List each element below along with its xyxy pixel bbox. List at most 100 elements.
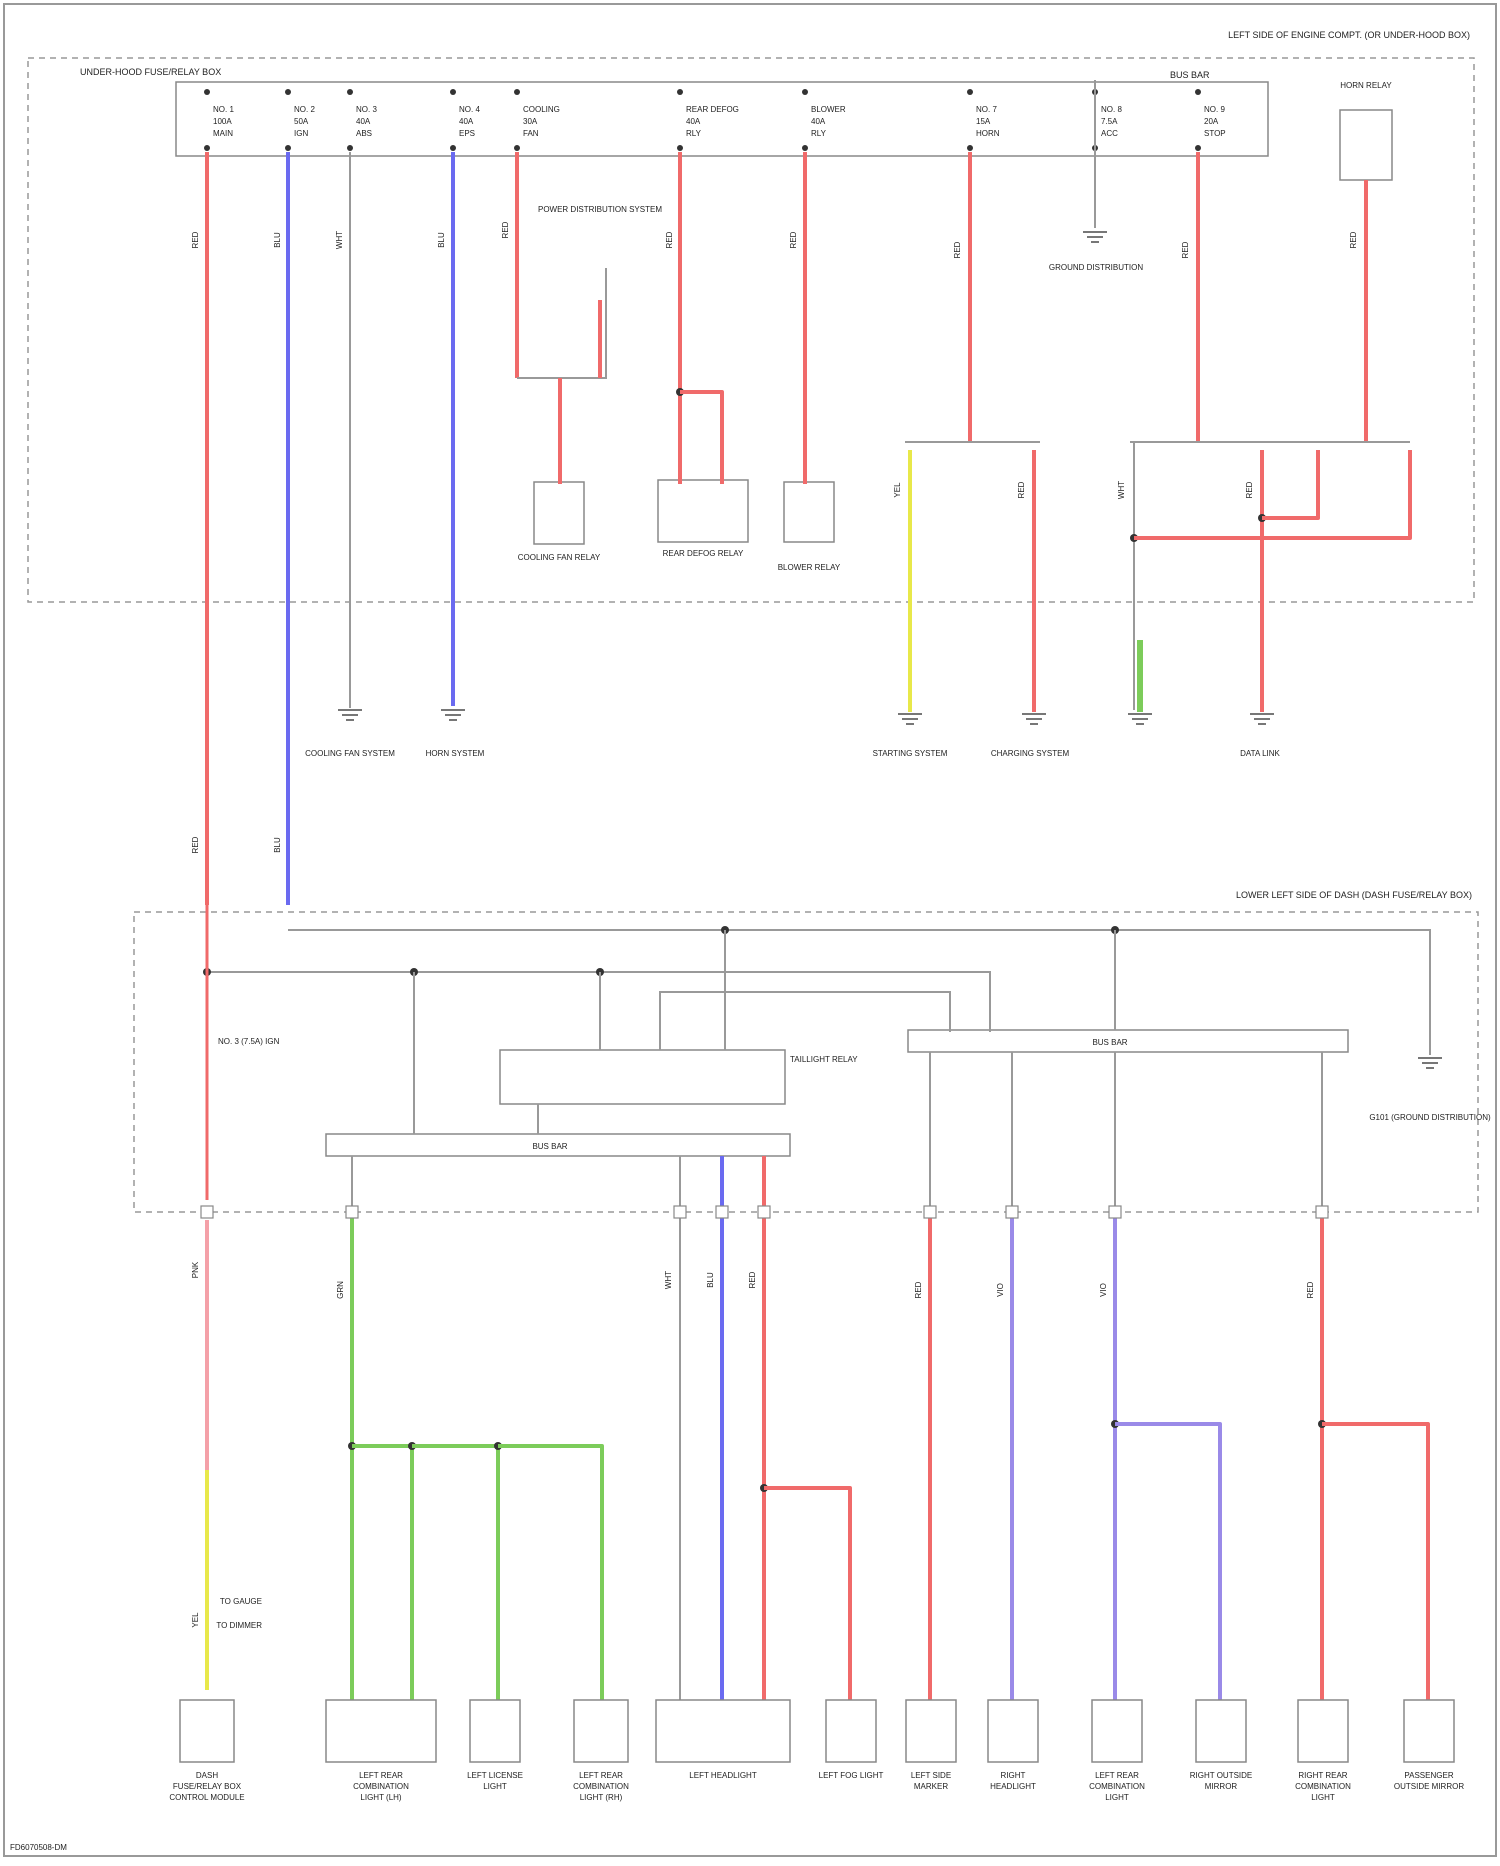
fuse-rating: 40A <box>356 117 371 126</box>
bus-bar-b-label: BUS BAR <box>1092 1038 1127 1047</box>
component-label: PASSENGER <box>1404 1771 1453 1780</box>
horn-relay <box>1340 110 1392 180</box>
reference-horn: HORN SYSTEM <box>426 749 485 758</box>
fuse-name: REAR DEFOG <box>686 105 739 114</box>
reference-ground-dist: GROUND DISTRIBUTION <box>1049 263 1143 272</box>
wire-color-label: RED <box>914 1281 923 1298</box>
fuse-name: NO. 4 <box>459 105 480 114</box>
wire-color-label: RED <box>1017 481 1026 498</box>
input-to-gauge: TO GAUGE <box>220 1597 262 1606</box>
reference-power-dist: POWER DISTRIBUTION SYSTEM <box>538 205 662 214</box>
component-label: COMBINATION <box>1295 1782 1351 1791</box>
component-label: OUTSIDE MIRROR <box>1394 1782 1464 1791</box>
component-box <box>1196 1700 1246 1762</box>
component-box <box>826 1700 876 1762</box>
fuse-name: NO. 8 <box>1101 105 1122 114</box>
component-label: LIGHT <box>1105 1793 1129 1802</box>
component-label: LEFT REAR <box>1095 1771 1139 1780</box>
source-tag: FD6070508-DM <box>10 1843 67 1852</box>
component-box <box>1092 1700 1142 1762</box>
wire-color-label: RED <box>1349 231 1358 248</box>
fuse-rating: 40A <box>459 117 474 126</box>
wire-color-label: RED <box>789 231 798 248</box>
fuse-rating: 7.5A <box>1101 117 1118 126</box>
wire-color-label: RED <box>953 241 962 258</box>
green-branch-1 <box>352 1446 412 1700</box>
component-box <box>180 1700 234 1762</box>
rear-defog-branch-wire <box>680 392 722 484</box>
blower-relay <box>784 482 834 542</box>
component-box <box>470 1700 520 1762</box>
component-box <box>1298 1700 1348 1762</box>
dash-exit-connector <box>924 1206 936 1218</box>
dash-exit-connector <box>1109 1206 1121 1218</box>
dash-fuse-box-label: LOWER LEFT SIDE OF DASH (DASH FUSE/RELAY… <box>1236 890 1472 900</box>
right-rear-branch-wire <box>1322 1424 1428 1700</box>
dash-relay-link <box>660 992 950 1050</box>
bus-bar-b <box>908 1030 1348 1052</box>
dash-exit-connector <box>674 1206 686 1218</box>
fuse-terminal-top <box>450 89 456 95</box>
wire-color-label: RED <box>1245 481 1254 498</box>
wire-color-label: BLU <box>273 232 282 248</box>
blower-relay-label: BLOWER RELAY <box>778 563 841 572</box>
abs-ground-symbol <box>338 710 362 720</box>
component-label: MIRROR <box>1205 1782 1238 1791</box>
component-label: DASH <box>196 1771 218 1780</box>
component-label: MARKER <box>914 1782 948 1791</box>
wire-color-label: RED <box>501 221 510 238</box>
fuse-name: NO. 9 <box>1204 105 1225 114</box>
fuse-note: STOP <box>1204 129 1226 138</box>
fuse-rating: 30A <box>523 117 538 126</box>
dash-exit-connector <box>716 1206 728 1218</box>
fuse-terminal-bottom <box>204 145 210 151</box>
fuse-rating: 40A <box>686 117 701 126</box>
component-label: LIGHT (LH) <box>360 1793 402 1802</box>
wire-color-label: VIO <box>1099 1283 1108 1297</box>
wire-color-label: RED <box>1181 241 1190 258</box>
fuse-rating: 15A <box>976 117 991 126</box>
fuse-terminal-bottom <box>285 145 291 151</box>
input-to-dimmer: TO DIMMER <box>216 1621 262 1630</box>
reference-charging: CHARGING SYSTEM <box>991 749 1070 758</box>
wire-color-label: WHT <box>1117 481 1126 499</box>
red-branch-wire <box>764 1488 850 1700</box>
bus-bar-label-top: BUS BAR <box>1170 70 1210 80</box>
wire-color-label: WHT <box>664 1271 673 1289</box>
fuse-terminal-top <box>285 89 291 95</box>
fuse-terminal-top <box>1195 89 1201 95</box>
wire-color-label: VIO <box>996 1283 1005 1297</box>
violet-branch-wire <box>1115 1424 1220 1700</box>
eps-ground-symbol <box>441 710 465 720</box>
horn-relay-label: HORN RELAY <box>1340 81 1392 90</box>
fuse-rating: 50A <box>294 117 309 126</box>
fuse-rating: 100A <box>213 117 232 126</box>
stop-relay-branch <box>1262 450 1318 518</box>
fuse-name: NO. 7 <box>976 105 997 114</box>
reference-cooling-fan: COOLING FAN SYSTEM <box>305 749 395 758</box>
fuse-terminal-bottom <box>1195 145 1201 151</box>
fuse-terminal-bottom <box>677 145 683 151</box>
fuse-name: NO. 3 <box>356 105 377 114</box>
wire-color-label: BLU <box>706 1272 715 1288</box>
fuse-name: NO. 2 <box>294 105 315 114</box>
fuse-terminal-top <box>204 89 210 95</box>
fuse-terminal-bottom <box>347 145 353 151</box>
component-label: HEADLIGHT <box>990 1782 1036 1791</box>
fuse-terminal-top <box>967 89 973 95</box>
fuse-name: NO. 1 <box>213 105 234 114</box>
acc-ground-symbol <box>1083 232 1107 242</box>
fuse-mid-label: NO. 3 (7.5A) IGN <box>218 1037 280 1046</box>
rear-defog-relay <box>658 480 748 542</box>
component-box <box>1404 1700 1454 1762</box>
fuse-note: ACC <box>1101 129 1118 138</box>
fuse-note: ABS <box>356 129 372 138</box>
fuse-note: MAIN <box>213 129 233 138</box>
wire-color-label: RED <box>1306 1281 1315 1298</box>
taillight-relay-group <box>500 1050 785 1104</box>
component-label: LEFT REAR <box>359 1771 403 1780</box>
component-label: LEFT SIDE <box>911 1771 951 1780</box>
stop-ground-right <box>1250 714 1274 724</box>
